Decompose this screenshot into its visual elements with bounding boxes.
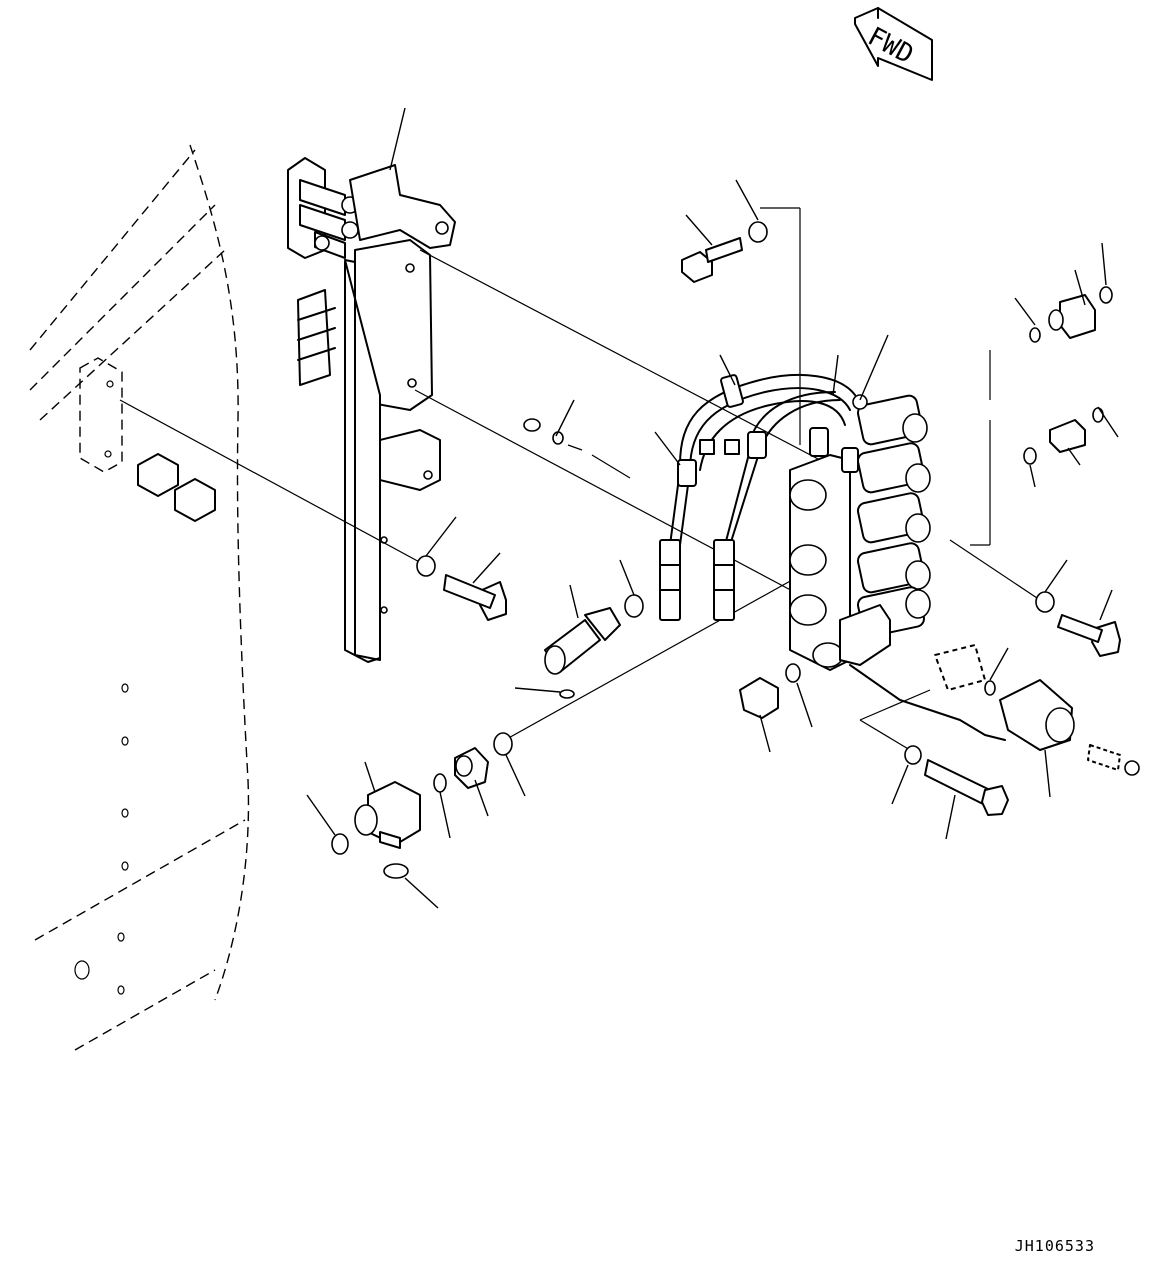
o-ring-right-top	[1099, 286, 1113, 304]
solenoid-coil-3	[856, 492, 931, 544]
drawing-number: JH106533	[1014, 1237, 1095, 1255]
adapter-right-top	[1048, 294, 1096, 339]
alignment-lines	[119, 207, 1041, 751]
connector-strip	[297, 289, 336, 386]
bolt-right	[1057, 614, 1121, 657]
fwd-arrow-icon: FWD	[854, 7, 933, 81]
frame-outline	[29, 144, 250, 1051]
solenoid-coil-4	[856, 542, 931, 594]
bolt-top	[681, 237, 743, 283]
solenoid-coil-2	[856, 442, 931, 494]
bolt-bottom	[924, 759, 1009, 816]
filter	[934, 644, 986, 691]
leader-lines	[306, 107, 1119, 909]
adapter-right-mid	[1049, 419, 1086, 453]
pressure-sensor	[999, 679, 1075, 751]
solenoid-valve-block	[789, 394, 1006, 741]
wiring-harness	[659, 374, 868, 621]
washer-left	[416, 555, 436, 577]
elbow-fitting	[544, 607, 621, 675]
union-fitting	[454, 747, 489, 789]
solenoid-coil-1	[856, 394, 928, 446]
sensor-bolt	[1087, 744, 1140, 776]
washer-top	[748, 221, 768, 243]
small-parts-row	[523, 418, 631, 479]
tee-fitting	[354, 781, 421, 849]
hardware-parts	[331, 221, 1140, 879]
bolt-left	[443, 574, 507, 621]
bracket-assembly	[287, 157, 456, 663]
plug	[739, 677, 779, 719]
